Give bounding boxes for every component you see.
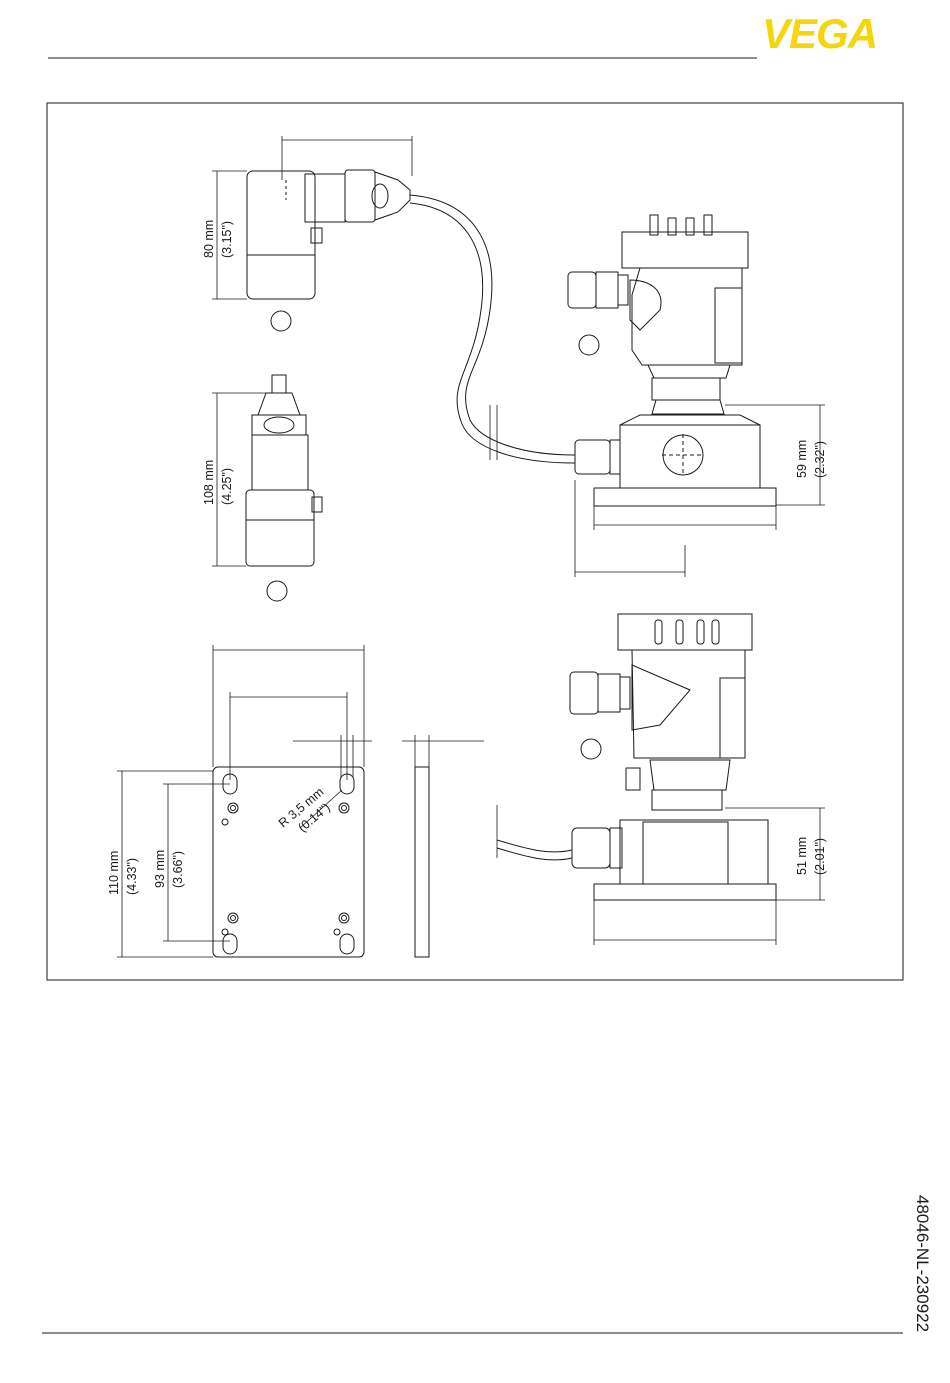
device-2-housing [568,215,776,506]
dim-51-mm-label: 51 mm [795,837,809,875]
drawing-frame [47,103,903,980]
callout-circle-4 [581,739,601,759]
cable-device-4 [497,840,572,852]
dim-93-inch-label: (3.66") [171,851,185,888]
dim-base-width-device-2 [575,480,776,577]
dim-108-mm-label: 108 mm [202,460,216,505]
callout-circle-2 [579,335,599,355]
dim-80-mm-label: 80 mm [202,220,216,258]
dim-108-inch-label: (4.25") [220,468,234,505]
vega-logo-text: VEGA [762,10,877,57]
vega-logo: VEGA [762,10,877,57]
dim-110-mm-label: 110 mm [107,851,121,895]
dim-height-59 [725,405,825,505]
device-1-angled-housing [247,170,410,299]
dim-width-device-1 [282,136,412,180]
dim-93-mm-label: 93 mm [153,850,167,888]
dim-59-mm-label: 59 mm [795,440,809,478]
dim-plate-widths [213,645,372,780]
cable [410,195,575,455]
dim-80-inch-label: (3.15") [220,221,234,258]
dim-59-inch-label: (2.32") [813,441,827,478]
dim-height-51 [725,808,825,900]
dim-110-inch-label: (4.33") [125,858,139,895]
callout-circle-1 [271,311,291,331]
dim-51-inch-label: (2.01") [813,838,827,875]
cable-inner [410,203,575,463]
mounting-plate-side-view [402,735,484,957]
device-4-housing [570,614,776,900]
document-number: 48046-NL-230922 [913,1195,932,1332]
mounting-plate [213,767,364,957]
device-3-straight-sensor [246,375,322,566]
dim-base-width-device-4 [594,900,776,945]
callout-circle-3 [267,581,287,601]
